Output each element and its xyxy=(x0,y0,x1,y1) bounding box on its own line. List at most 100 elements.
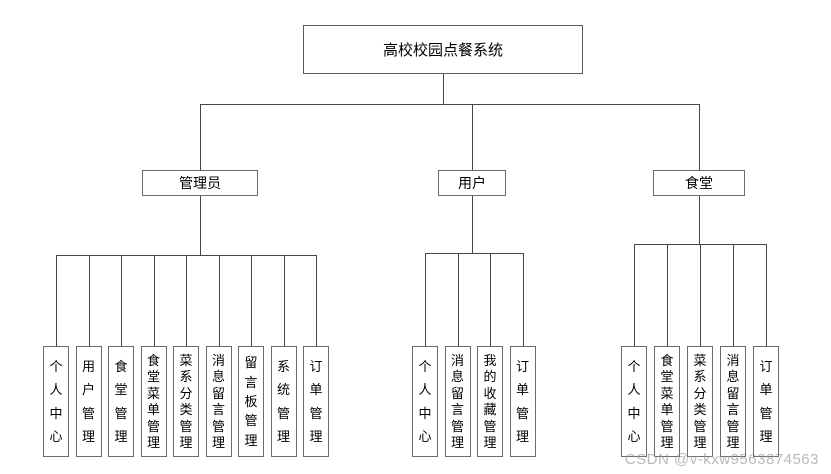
node-leaf-label-char: 理 xyxy=(81,428,95,444)
node-leaf-label-char: 管 xyxy=(759,405,773,421)
node-leaf-label-char: 管 xyxy=(660,418,674,434)
node-leaf: 我的收藏管理 xyxy=(477,346,503,457)
node-group-admin-label: 管理员 xyxy=(179,175,221,191)
connector-line xyxy=(425,253,524,254)
connector-line xyxy=(200,104,700,105)
node-leaf-label-char: 菜 xyxy=(660,385,674,401)
connector-line xyxy=(472,104,473,170)
node-leaf-label-char: 食 xyxy=(114,359,128,375)
node-leaf-label-char: 系 xyxy=(693,369,707,385)
node-leaf: 食堂管理 xyxy=(108,346,134,457)
node-leaf-label-char: 留 xyxy=(450,385,464,401)
connector-line xyxy=(56,255,57,346)
node-leaf-label-char: 管 xyxy=(81,405,95,421)
node-leaf: 留言板管理 xyxy=(238,346,264,457)
node-leaf-label-char: 管 xyxy=(146,418,160,434)
node-leaf-label-char: 订 xyxy=(759,359,773,375)
node-leaf-label-char: 收 xyxy=(483,385,497,401)
connector-line xyxy=(733,244,734,346)
node-leaf: 菜系分类管理 xyxy=(173,346,199,457)
node-leaf-label-char: 堂 xyxy=(660,369,674,385)
connector-line xyxy=(634,244,635,346)
node-leaf-label-char: 息 xyxy=(211,369,225,385)
node-leaf-label-char: 息 xyxy=(450,369,464,385)
node-leaf-label-char: 消 xyxy=(211,352,225,368)
node-leaf-label-char: 管 xyxy=(693,418,707,434)
node-leaf-label-char: 心 xyxy=(418,428,432,444)
node-leaf-label-char: 理 xyxy=(660,435,674,451)
node-leaf: 系统管理 xyxy=(270,346,297,457)
node-leaf-label-char: 堂 xyxy=(114,382,128,398)
connector-line xyxy=(316,255,317,346)
node-leaf: 食堂菜单管理 xyxy=(654,346,680,457)
connector-line xyxy=(121,255,122,346)
node-leaf: 个人中心 xyxy=(412,346,438,457)
node-leaf-label-char: 单 xyxy=(515,382,529,398)
node-leaf-label-char: 理 xyxy=(179,435,193,451)
connector-line xyxy=(219,255,220,346)
node-leaf-label-char: 管 xyxy=(483,418,497,434)
watermark: CSDN @v-kxw9563874563 xyxy=(624,451,819,468)
node-leaf-label-char: 菜 xyxy=(693,352,707,368)
connector-line xyxy=(186,255,187,346)
node-leaf-label-char: 消 xyxy=(450,352,464,368)
node-leaf-label-char: 统 xyxy=(276,382,290,398)
node-leaf-label-char: 单 xyxy=(146,402,160,418)
node-leaf-label-char: 分 xyxy=(179,385,193,401)
node-leaf-label-char: 个 xyxy=(418,359,432,375)
node-group-user-label: 用户 xyxy=(458,175,486,191)
node-group-admin: 管理员 xyxy=(142,170,258,196)
node-leaf-label-char: 订 xyxy=(309,359,323,375)
node-leaf-label-char: 的 xyxy=(483,369,497,385)
node-leaf-label-char: 菜 xyxy=(179,352,193,368)
node-leaf-label-char: 言 xyxy=(211,402,225,418)
node-leaf-label-char: 管 xyxy=(244,413,258,429)
node-leaf-label-char: 管 xyxy=(726,418,740,434)
node-leaf-label-char: 中 xyxy=(627,405,641,421)
node-leaf-label-char: 用 xyxy=(81,359,95,375)
connector-line xyxy=(766,244,767,346)
node-leaf-label-char: 理 xyxy=(309,428,323,444)
node-leaf-label-char: 心 xyxy=(49,428,63,444)
node-leaf-label-char: 我 xyxy=(483,352,497,368)
node-leaf: 用户管理 xyxy=(75,346,102,457)
connector-line xyxy=(458,253,459,346)
node-leaf-label-char: 类 xyxy=(179,402,193,418)
connector-line xyxy=(490,253,491,346)
node-group-canteen: 食堂 xyxy=(653,170,745,196)
node-leaf: 订单管理 xyxy=(753,346,779,457)
node-leaf-label-char: 中 xyxy=(418,405,432,421)
node-group-canteen-label: 食堂 xyxy=(685,175,713,191)
connector-line xyxy=(425,253,426,346)
node-leaf-label-char: 理 xyxy=(483,435,497,451)
node-root: 高校校园点餐系统 xyxy=(303,25,583,74)
node-leaf-label-char: 单 xyxy=(309,382,323,398)
node-leaf-label-char: 菜 xyxy=(146,385,160,401)
connector-line xyxy=(443,74,444,104)
node-leaf: 订单管理 xyxy=(509,346,536,457)
node-leaf-label-char: 户 xyxy=(81,382,95,398)
node-leaf-label-char: 言 xyxy=(726,402,740,418)
node-leaf-label-char: 系 xyxy=(276,359,290,375)
node-leaf-label-char: 中 xyxy=(49,405,63,421)
node-leaf-label-char: 言 xyxy=(450,402,464,418)
node-leaf-label-char: 管 xyxy=(179,418,193,434)
node-leaf-label-char: 消 xyxy=(726,352,740,368)
node-leaf: 菜系分类管理 xyxy=(687,346,713,457)
node-leaf-label-char: 理 xyxy=(515,428,529,444)
node-leaf-label-char: 管 xyxy=(515,405,529,421)
canteen-children-row: 个人中心食堂菜单管理菜系分类管理消息留言管理订单管理 xyxy=(621,346,779,457)
node-leaf: 个人中心 xyxy=(621,346,647,457)
node-leaf-label-char: 个 xyxy=(49,359,63,375)
node-group-user: 用户 xyxy=(438,170,506,196)
node-leaf-label-char: 留 xyxy=(211,385,225,401)
node-leaf: 个人中心 xyxy=(43,346,69,457)
node-leaf: 订单管理 xyxy=(303,346,329,457)
connector-line xyxy=(251,255,252,346)
node-leaf-label-char: 言 xyxy=(244,374,258,390)
node-leaf-label-char: 类 xyxy=(693,402,707,418)
user-children-row: 个人中心消息留言管理我的收藏管理订单管理 xyxy=(412,346,536,457)
node-leaf-label-char: 人 xyxy=(418,382,432,398)
node-leaf-label-char: 堂 xyxy=(146,369,160,385)
node-leaf-label-char: 理 xyxy=(146,435,160,451)
